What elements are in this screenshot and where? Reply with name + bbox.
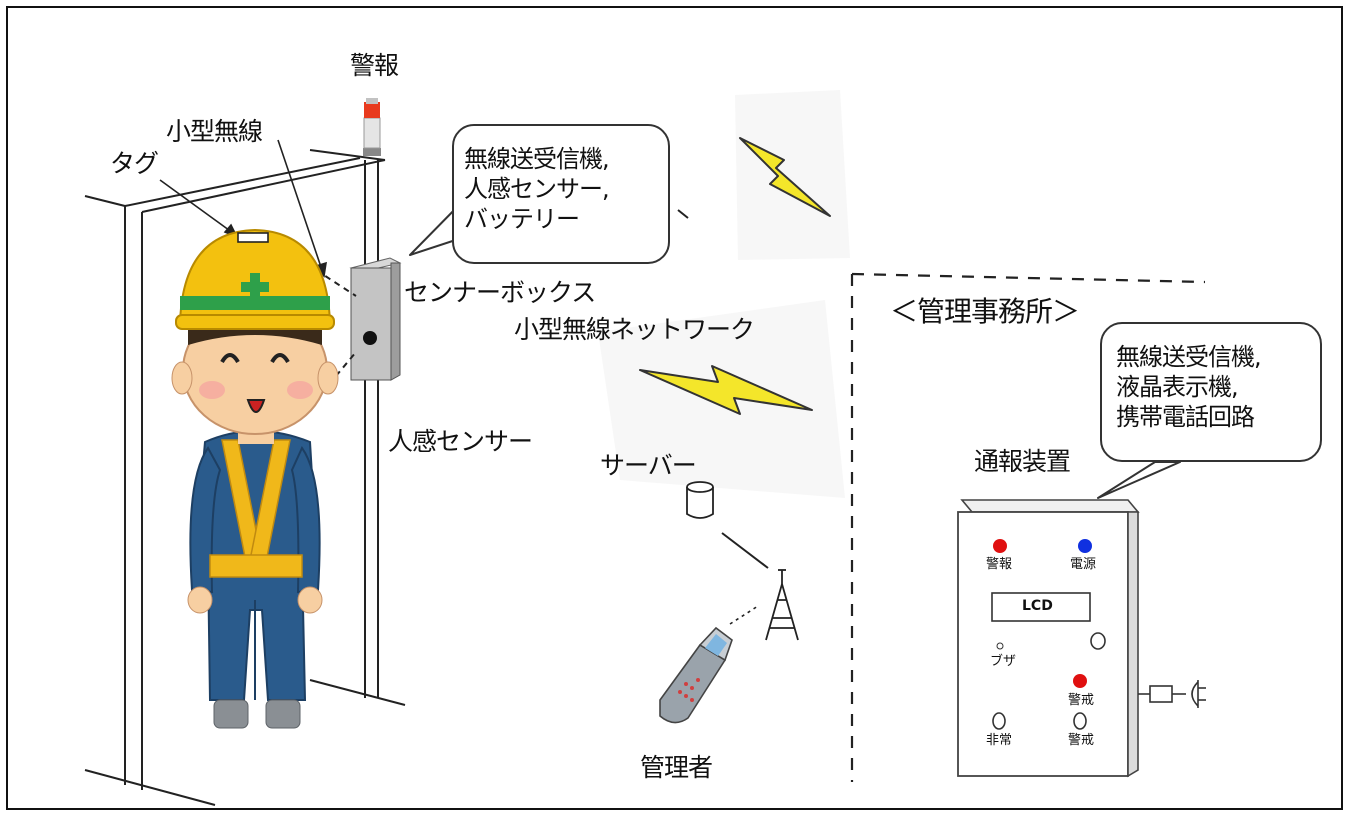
- office-title: ＜管理事務所＞: [890, 295, 1080, 328]
- device-alert-label-1: 警戒: [1068, 693, 1095, 708]
- bubble-office-line-2: 液晶表示機,: [1116, 373, 1239, 401]
- lightning-upper-icon: [739, 137, 831, 217]
- bubble-sensor-line-2: 人感センサー,: [464, 175, 610, 203]
- tag-icon: [237, 232, 269, 243]
- server-icon: [686, 481, 714, 519]
- alarm-label: 警報: [350, 51, 399, 80]
- bubble-sensor-line-1: 無線送受信機,: [464, 145, 610, 173]
- network-label: 小型無線ネットワーク: [514, 315, 755, 344]
- office-bubble: 無線送受信機, 液晶表示機, 携帯電話回路: [1100, 322, 1322, 462]
- gate-structure: [84, 149, 406, 806]
- human-sensor-label: 人感センサー: [388, 427, 533, 456]
- antenna-tower-icon: [765, 569, 799, 641]
- device-buzzer-label: ブザ: [990, 654, 1017, 669]
- device-lcd-label: LCD: [1022, 598, 1053, 614]
- lcd-display: [991, 592, 1091, 622]
- manager-label: 管理者: [640, 753, 713, 782]
- bubble-office-line-1: 無線送受信機,: [1116, 343, 1262, 371]
- tag-label: タグ: [110, 149, 159, 178]
- sensor-box-icon: [349, 257, 402, 381]
- bubble-sensor-line-3: バッテリー: [464, 205, 580, 233]
- sensor-box-bubble: 無線送受信機, 人感センサー, バッテリー: [452, 124, 670, 264]
- notify-device-label: 通報装置: [974, 447, 1071, 476]
- beacon-light-icon: [364, 102, 380, 118]
- server-label: サーバー: [600, 451, 697, 480]
- office-boundary: [850, 272, 1206, 782]
- power-led-icon: [1078, 539, 1092, 553]
- device-power-label: 電源: [1070, 557, 1097, 572]
- sensor-box-label: センナーボックス: [404, 278, 596, 307]
- mobile-phone-icon: [659, 626, 733, 724]
- alert-led-icon: [1073, 674, 1087, 688]
- diagram-frame: [6, 6, 1343, 810]
- notify-device-icon: [957, 499, 1206, 778]
- small-radio-label: 小型無線: [166, 117, 263, 146]
- worker-illustration: [171, 228, 339, 729]
- lightning-lower-icon: [639, 365, 813, 415]
- bubble-office-line-3: 携帯電話回路: [1116, 403, 1255, 431]
- plug-icon: [1149, 685, 1173, 703]
- alarm-led-icon: [993, 539, 1007, 553]
- device-emergency-label: 非常: [986, 733, 1013, 748]
- alarm-pole: [363, 98, 381, 698]
- device-alert-label-2: 警戒: [1068, 733, 1095, 748]
- device-alarm-label: 警報: [986, 557, 1013, 572]
